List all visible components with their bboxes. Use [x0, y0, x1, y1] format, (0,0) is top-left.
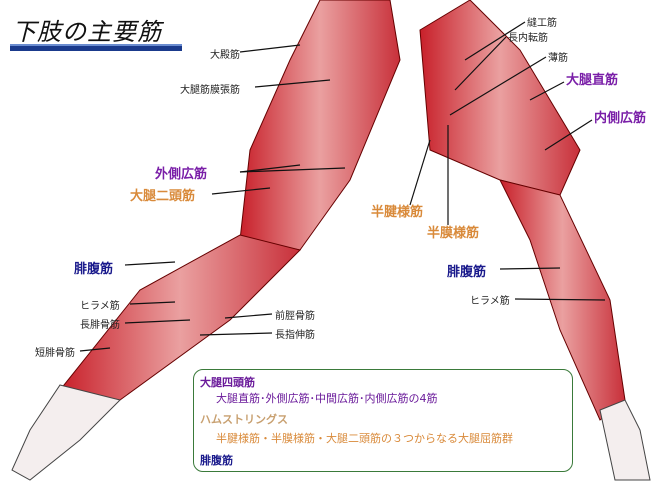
leader-lines: [79, 21, 606, 352]
label-semitendinosus: 半腱様筋: [371, 205, 424, 220]
label-vastus-lateralis: 外側広筋: [155, 167, 208, 182]
right-foot: [599, 399, 651, 481]
left-foot: [11, 384, 121, 481]
label-vastus-medialis: 内側広筋: [594, 111, 647, 126]
label-biceps-femoris: 大腿二頭筋: [130, 189, 196, 204]
label-peroneus-longus: 長腓骨筋: [80, 320, 120, 331]
label-peroneus-brevis: 短腓骨筋: [35, 348, 75, 359]
label-extensor-digitorum-longus: 長指伸筋: [275, 330, 315, 341]
label-semimembranosus: 半膜様筋: [427, 226, 480, 241]
right-thigh: [419, 0, 581, 196]
legend-hamstrings-title: ハムストリングス: [200, 413, 288, 426]
legend-quadriceps-desc: 大腿直筋･外側広筋･中間広筋･内側広筋の4筋: [216, 392, 438, 405]
page-title: 下肢の主要筋: [12, 18, 162, 46]
label-rectus-femoris: 大腿直筋: [566, 73, 619, 88]
legend-gastrocnemius-title: 腓腹筋: [200, 454, 233, 467]
label-gastrocnemius-left: 腓腹筋: [74, 262, 114, 277]
label-soleus-left: ヒラメ筋: [80, 301, 120, 312]
label-adductor-longus: 長内転筋: [508, 33, 548, 44]
label-sartorius: 縫工筋: [527, 18, 557, 29]
label-soleus-right: ヒラメ筋: [470, 296, 510, 307]
label-tibialis-anterior: 前脛骨筋: [275, 311, 315, 322]
legend-hamstrings-desc: 半腱様筋・半膜様筋・大腿二頭筋の３つからなる大腿屈筋群: [216, 432, 513, 445]
label-gastrocnemius-right: 腓腹筋: [447, 265, 487, 280]
legend-box: 大腿四頭筋 大腿直筋･外側広筋･中間広筋･内側広筋の4筋 ハムストリングス 半腱…: [193, 369, 573, 472]
title-underline: [10, 44, 182, 51]
legend-quadriceps-title: 大腿四頭筋: [200, 376, 255, 389]
label-tensor-fasciae-latae: 大腿筋膜張筋: [180, 85, 240, 96]
label-gluteus-maximus: 大殿筋: [210, 50, 240, 61]
label-gracilis: 薄筋: [548, 53, 568, 64]
